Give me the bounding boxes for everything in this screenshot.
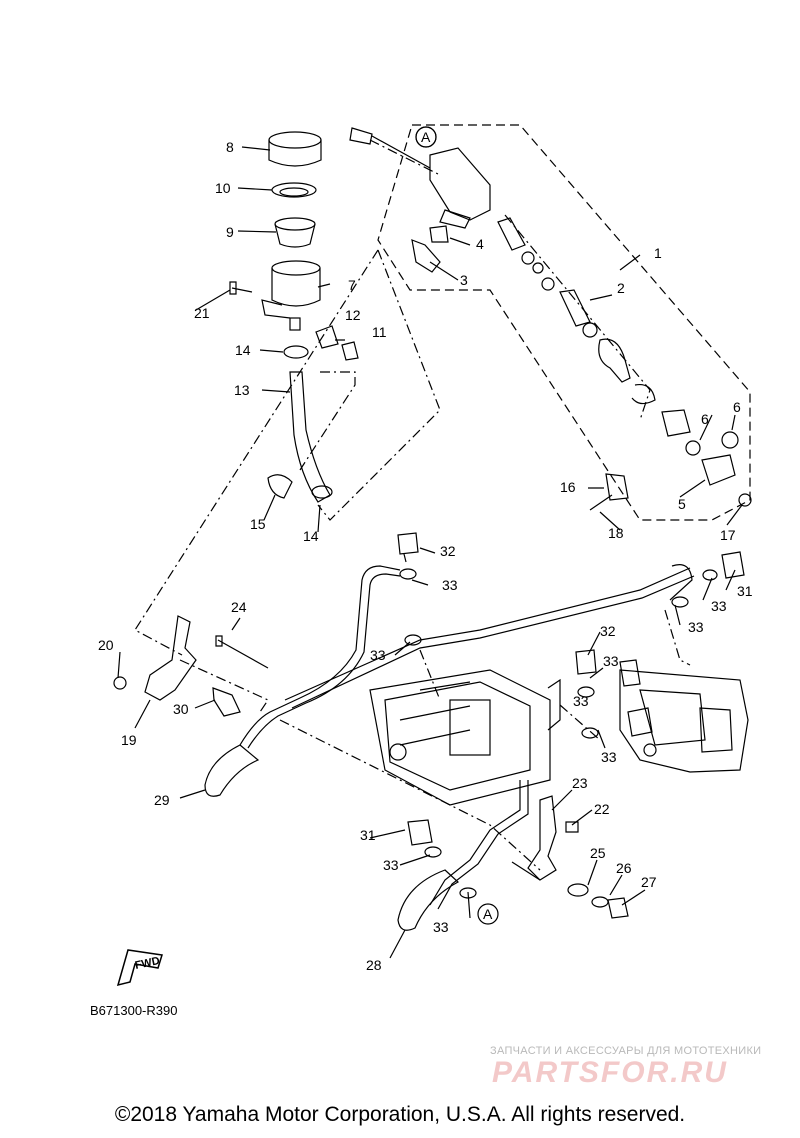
leader-hose-14 [299, 371, 356, 471]
callout-33: 33 [442, 577, 458, 593]
callout-33: 33 [603, 653, 619, 669]
leader-abs-1 [419, 649, 441, 701]
callout-32: 32 [440, 543, 456, 559]
callout-numbers: 1 2 3 4 5 6 6 7 8 9 10 11 12 13 14 14 15… [98, 139, 753, 973]
callout-2: 2 [617, 280, 625, 296]
callout-8: 8 [226, 139, 234, 155]
leader-caliper [664, 609, 691, 666]
callout-21: 21 [194, 305, 210, 321]
callout-7: 7 [348, 277, 356, 293]
callout-20: 20 [98, 637, 114, 653]
callout-18: 18 [608, 525, 624, 541]
callout-11: 11 [372, 324, 387, 340]
callout-31: 31 [737, 583, 753, 599]
callout-33: 33 [383, 857, 399, 873]
callout-32: 32 [600, 623, 616, 639]
callout-17: 17 [720, 527, 736, 543]
callout-26: 26 [616, 860, 632, 876]
callout-14: 14 [235, 342, 251, 358]
leader-bracket [179, 659, 269, 713]
callout-28: 28 [366, 957, 382, 973]
leader-assembly [504, 214, 651, 421]
callout-23: 23 [572, 775, 588, 791]
leader-abs-2 [279, 719, 541, 871]
ref-mark-a-top [415, 126, 437, 148]
callout-22: 22 [594, 801, 610, 817]
callout-6: 6 [701, 411, 709, 427]
callout-1: 1 [654, 245, 662, 261]
callout-12: 12 [345, 307, 361, 323]
callout-33: 33 [433, 919, 449, 935]
callout-9: 9 [226, 224, 234, 240]
callout-29: 29 [154, 792, 170, 808]
leader-left [134, 249, 379, 656]
callout-15: 15 [250, 516, 266, 532]
ref-mark-label: A [483, 906, 493, 922]
diagram-code: B671300-R390 [90, 1003, 178, 1018]
callout-31: 31 [360, 827, 376, 843]
fwd-arrow-icon [116, 949, 163, 987]
callout-33: 33 [573, 693, 589, 709]
callout-30: 30 [173, 701, 189, 717]
ref-mark-a-bottom [477, 903, 499, 925]
callout-14: 14 [303, 528, 319, 544]
callout-24: 24 [231, 599, 247, 615]
callout-27: 27 [641, 874, 657, 890]
callout-25: 25 [590, 845, 606, 861]
watermark-tagline: ЗАПЧАСТИ И АКСЕССУАРЫ ДЛЯ МОТОТЕХНИКИ [490, 1045, 762, 1057]
callout-10: 10 [215, 180, 231, 196]
callout-3: 3 [460, 272, 468, 288]
callout-13: 13 [234, 382, 250, 398]
fwd-label: FWD [134, 955, 161, 972]
callout-6: 6 [733, 399, 741, 415]
callout-33: 33 [601, 749, 617, 765]
callout-4: 4 [476, 236, 484, 252]
leader-bolt-a [369, 139, 441, 176]
callout-19: 19 [121, 732, 137, 748]
callout-33: 33 [370, 647, 386, 663]
callout-33: 33 [688, 619, 704, 635]
leader-reservoir-hose [317, 249, 441, 521]
leader-abs-3 [559, 704, 601, 741]
ref-mark-label: A [421, 129, 431, 145]
callout-5: 5 [678, 496, 686, 512]
copyright-footer: ©2018 Yamaha Motor Corporation, U.S.A. A… [114, 1103, 686, 1126]
watermark-logo: PARTSFOR.RU [492, 1056, 728, 1089]
callout-16: 16 [560, 479, 576, 495]
callout-33: 33 [711, 598, 727, 614]
assembly-outline [377, 124, 751, 521]
